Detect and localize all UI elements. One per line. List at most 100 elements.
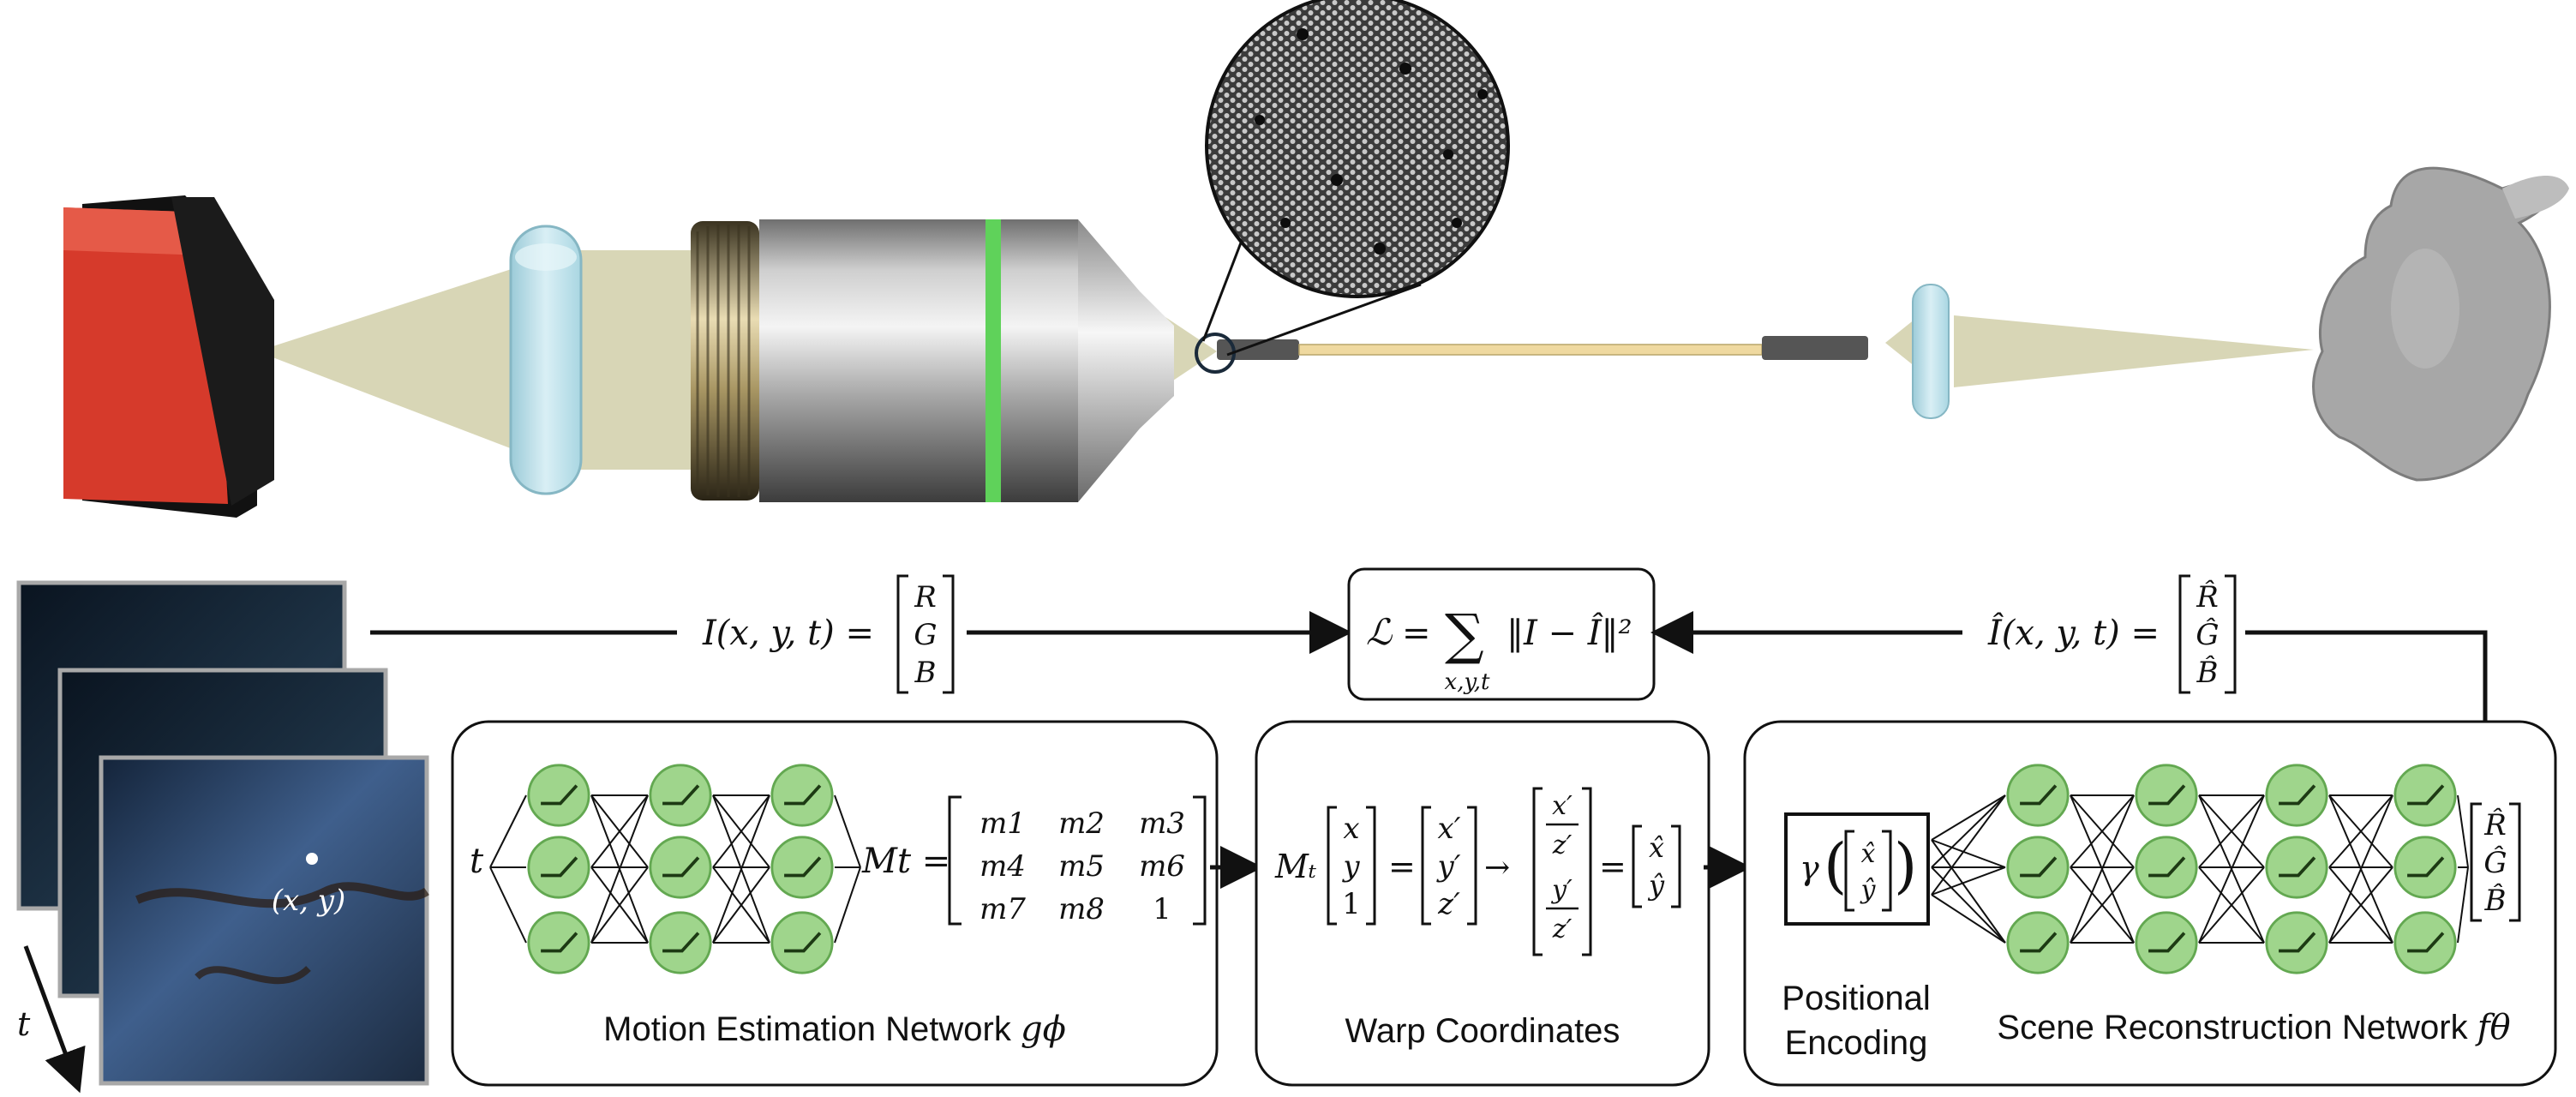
matrix-cell: m6 [1139, 849, 1185, 884]
activation-icon [2005, 910, 2070, 975]
net-edge [2070, 794, 2135, 868]
beam-objective-fiber [1165, 317, 1217, 386]
fiber-bundle-icon [1195, 333, 1868, 374]
net-edge [1931, 894, 2006, 944]
net-edge [590, 866, 649, 944]
time-input-label: t [470, 842, 484, 881]
time-axis-label: t [17, 1005, 31, 1043]
camera-icon [63, 195, 274, 518]
predicted-g: Ĝ [2196, 617, 2219, 652]
svg-text:y: y [1341, 849, 1360, 884]
beam-lens-objective [566, 250, 711, 470]
svg-text:y′: y′ [1550, 875, 1573, 905]
scene-net [1931, 763, 2469, 975]
net-edge [1931, 866, 2006, 944]
motion-title: Motion Estimation Network gϕ [603, 1010, 1066, 1049]
loss-sum: ∑ [1445, 603, 1484, 667]
warp-mt: Mₜ [1274, 848, 1317, 885]
svg-text:x′: x′ [1552, 791, 1573, 821]
loss-sum-sub: x,y,t [1445, 669, 1490, 695]
net-edge [834, 866, 861, 944]
positional-encoding-box: γ ( x̂ ŷ ) [1784, 812, 1930, 926]
gamma-symbol: γ [1800, 849, 1819, 887]
warp-vec-mid: x′ y′ z′ [1421, 806, 1477, 926]
mt-lhs: Mt = [861, 842, 950, 881]
net-edge [2198, 794, 2265, 868]
svg-text:y′: y′ [1436, 849, 1461, 884]
activation-icon [526, 835, 591, 900]
net-edge [1931, 839, 2006, 868]
warp-vec-out: x̂ ŷ [1632, 824, 1681, 908]
predicted-r: R̂ [2196, 579, 2219, 614]
svg-text:=: = [1599, 848, 1626, 885]
output-b: B̂ [2484, 883, 2507, 918]
output-r: R̂ [2483, 807, 2507, 842]
net-edge [2457, 794, 2469, 868]
magnifier-icon [1201, 0, 1510, 357]
svg-text:): ) [1894, 830, 1917, 901]
activation-icon [526, 763, 591, 828]
output-g: Ĝ [2483, 845, 2507, 880]
net-edge [2198, 794, 2265, 944]
net-edge [2328, 794, 2393, 868]
svg-text:z′: z′ [1437, 887, 1460, 921]
svg-text:ŷ: ŷ [1860, 875, 1877, 905]
activation-icon [2005, 835, 2070, 900]
svg-text:x′: x′ [1438, 812, 1461, 846]
net-edge [834, 794, 861, 868]
matrix-cell: m7 [979, 892, 1026, 926]
activation-icon [2393, 835, 2458, 900]
beam-lens-object [1954, 315, 2314, 387]
activation-icon [770, 763, 835, 828]
frame-3 [99, 755, 429, 1086]
activation-icon [2264, 910, 2329, 975]
matrix-cell: m2 [1058, 806, 1105, 841]
measured-vector: R G B [896, 574, 955, 694]
frame-stack: (x, y) t [16, 580, 429, 1094]
activation-icon [2264, 835, 2329, 900]
net-edge [2328, 794, 2393, 944]
net-edge [489, 866, 527, 944]
loss-symbol: ℒ [1366, 611, 1393, 653]
activation-icon [2134, 910, 2199, 975]
optical-setup [63, 0, 2569, 518]
svg-text:x: x [1343, 812, 1359, 846]
net-edge [712, 794, 770, 944]
objective-icon [691, 219, 1174, 502]
warp-coordinates-panel: Mₜ x y 1 = x′ y′ z′ → x′ z′ y′ z′ = [1255, 720, 1752, 1087]
scene-reconstruction-panel: γ ( x̂ ŷ ) R̂ Ĝ B̂ Positional Encoding S… [1743, 720, 2557, 1087]
motion-net [489, 763, 861, 975]
net-edge [2198, 866, 2265, 944]
scene-title: Scene Reconstruction Network fθ [1997, 1008, 2510, 1047]
svg-text:=: = [1388, 848, 1416, 885]
net-edge [1931, 866, 2006, 896]
net-edge [712, 794, 770, 868]
time-arrow [23, 945, 86, 1094]
output-vector: R̂ Ĝ B̂ [2470, 802, 2521, 922]
net-edge [2070, 794, 2135, 944]
svg-text:x̂: x̂ [1649, 831, 1664, 864]
activation-icon [648, 835, 713, 900]
point-coord-label: (x, y) [272, 884, 346, 918]
activation-icon [770, 910, 835, 975]
matrix-cell: m4 [979, 849, 1026, 884]
activation-icon [648, 910, 713, 975]
net-edge [590, 794, 649, 944]
activation-icon [2393, 763, 2458, 828]
net-edge [1931, 794, 2006, 868]
activation-icon [2393, 910, 2458, 975]
net-edge [2457, 866, 2469, 944]
svg-text:ŷ: ŷ [1647, 869, 1665, 902]
activation-icon [2134, 835, 2199, 900]
svg-text:x̂: x̂ [1861, 839, 1876, 869]
matrix-cell: m5 [1058, 849, 1105, 884]
beam-camera-lens [257, 257, 548, 463]
measured-lhs: I(x, y, t) = [702, 614, 874, 653]
loss-norm: ‖I − Î‖² [1507, 613, 1632, 653]
warp-title: Warp Coordinates [1345, 1012, 1620, 1050]
predicted-vector: R̂ Ĝ B̂ [2178, 574, 2237, 694]
warp-frac-vec: x′ z′ y′ z′ [1532, 787, 1592, 956]
